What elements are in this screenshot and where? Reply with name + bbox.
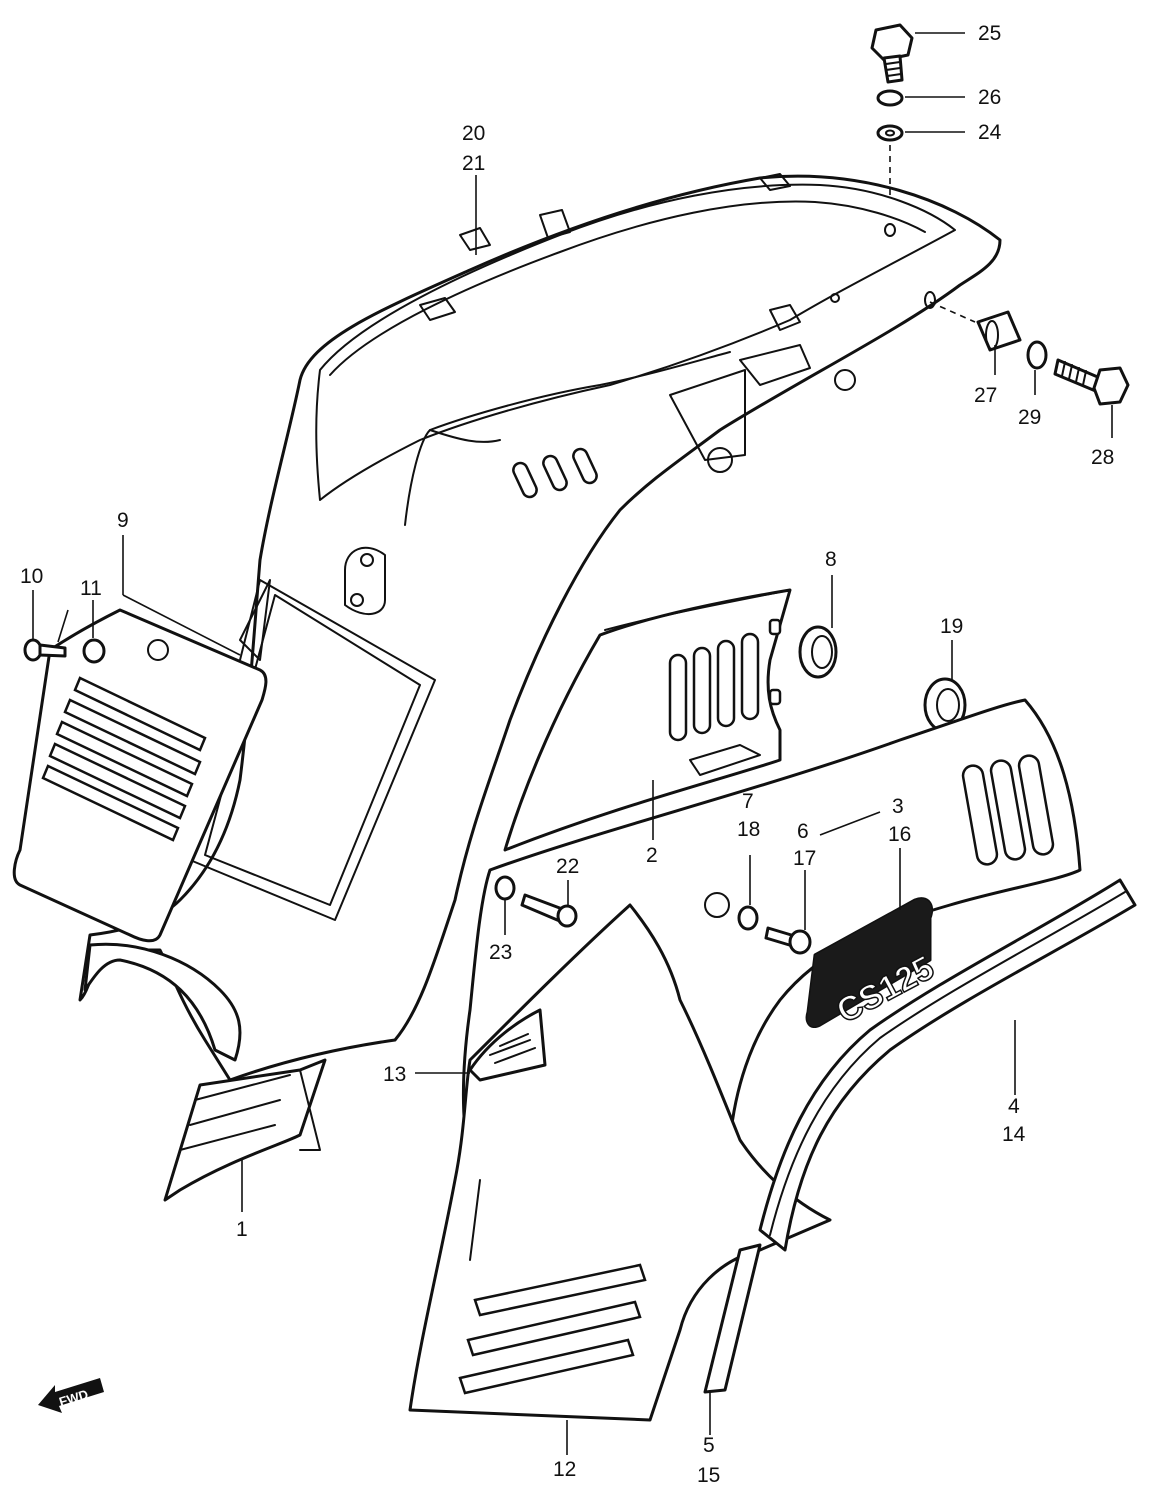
washer-part-26 <box>876 89 904 107</box>
callout-labels: 25 26 24 20 21 27 29 28 9 10 11 8 19 2 7… <box>20 22 1114 1487</box>
callout-6: 6 <box>797 820 809 843</box>
callout-20: 20 <box>462 122 485 145</box>
callout-27: 27 <box>974 384 997 407</box>
washer-part-29 <box>1026 340 1048 370</box>
callout-5: 5 <box>703 1434 715 1457</box>
bolt-part-28 <box>1053 358 1130 406</box>
callout-9: 9 <box>117 509 129 532</box>
callout-16: 16 <box>888 823 911 846</box>
callout-13: 13 <box>383 1063 406 1086</box>
callout-26: 26 <box>978 86 1001 109</box>
callout-15: 15 <box>697 1464 720 1487</box>
callout-22: 22 <box>556 855 579 878</box>
callout-4: 4 <box>1008 1095 1020 1118</box>
callout-14: 14 <box>1002 1123 1026 1146</box>
fwd-arrow-icon: FWD <box>38 1378 104 1413</box>
screw-part-17 <box>764 926 812 955</box>
grommet-part-8 <box>798 625 838 679</box>
callout-2: 2 <box>646 844 658 867</box>
callout-18: 18 <box>737 818 760 841</box>
collar-part-27 <box>976 310 1022 352</box>
callout-28: 28 <box>1091 446 1114 469</box>
callout-10: 10 <box>20 565 43 588</box>
nut-part-11 <box>82 638 106 664</box>
mesh-plate-part-13 <box>468 1008 547 1082</box>
callout-24: 24 <box>978 121 1002 144</box>
screw-part-22 <box>520 893 578 928</box>
side-panel-part-2 <box>503 588 792 852</box>
callout-3: 3 <box>892 795 904 818</box>
callout-29: 29 <box>1018 406 1041 429</box>
washer-part-23 <box>494 875 516 901</box>
front-grille-part-9 <box>12 608 268 943</box>
callout-19: 19 <box>940 615 963 638</box>
callout-8: 8 <box>825 548 837 571</box>
callout-11: 11 <box>80 577 102 600</box>
strip-part-5 <box>703 1243 762 1394</box>
callout-1: 1 <box>236 1218 248 1241</box>
callout-25: 25 <box>978 22 1001 45</box>
washer-part-18 <box>737 905 759 931</box>
callout-7: 7 <box>742 790 754 813</box>
trim-molding-part-4 <box>758 878 1137 1252</box>
bolt-part-25 <box>870 23 914 84</box>
callout-23: 23 <box>489 941 512 964</box>
callout-21: 21 <box>462 152 485 175</box>
washer-part-24 <box>876 124 904 142</box>
callout-17: 17 <box>793 847 816 870</box>
frame-cover-part-1 <box>78 173 1002 1202</box>
callout-12: 12 <box>553 1458 576 1481</box>
leader-lines <box>32 32 1113 1455</box>
